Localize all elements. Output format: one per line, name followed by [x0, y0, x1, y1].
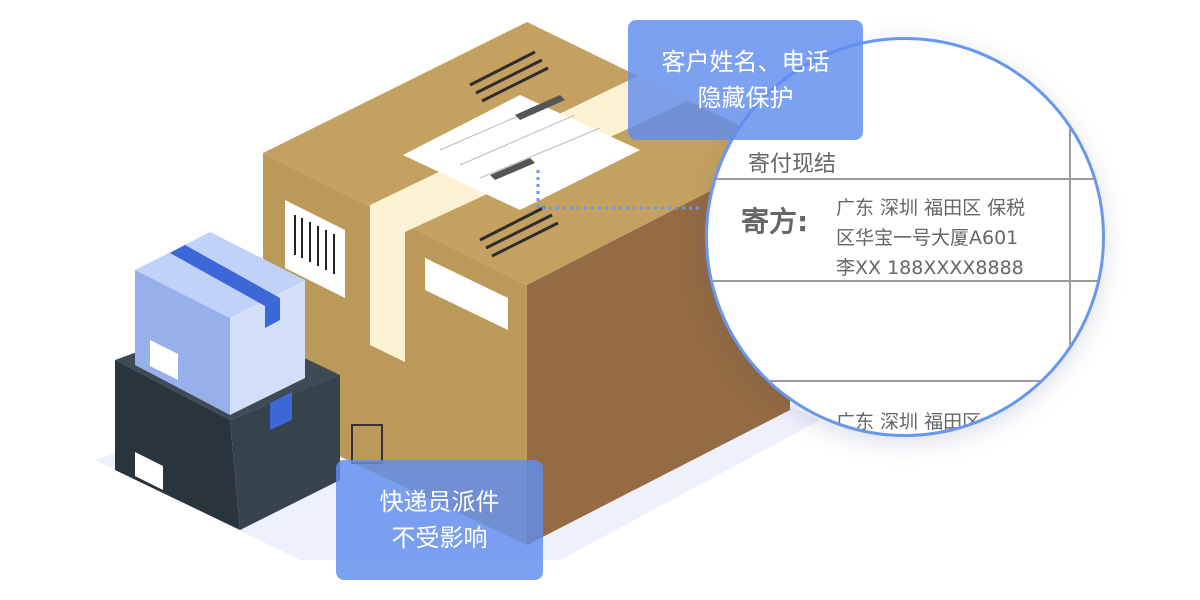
sender-contact: 李XX 188XXXX8888 [836, 257, 1024, 279]
privacy-callout: 客户姓名、电话 隐藏保护 [628, 20, 863, 140]
shipping-label [403, 95, 640, 210]
callout-text: 快递员派件 [379, 488, 500, 516]
sender-address-2: 区华宝一号大厦A601 [836, 227, 1019, 249]
barcode-sticker [285, 200, 345, 298]
sender-label: 寄方: [741, 205, 809, 238]
table-line [708, 380, 1102, 382]
callout-text: 不受影响 [391, 524, 488, 552]
blue-box [135, 232, 305, 430]
table-line [1069, 40, 1071, 380]
pointer-line [536, 170, 700, 210]
callout-text: 隐藏保护 [697, 84, 794, 112]
payment-header: 寄付现结 [748, 152, 837, 177]
callout-text: 客户姓名、电话 [661, 48, 830, 76]
delivery-callout: 快递员派件 不受影响 [336, 460, 543, 580]
table-line [708, 280, 1102, 282]
table-line [708, 178, 1102, 180]
sender-address-1: 广东 深圳 福田区 保税 [836, 197, 1026, 219]
receiver-address-partial: 广东 深圳 福田区 [836, 411, 982, 433]
